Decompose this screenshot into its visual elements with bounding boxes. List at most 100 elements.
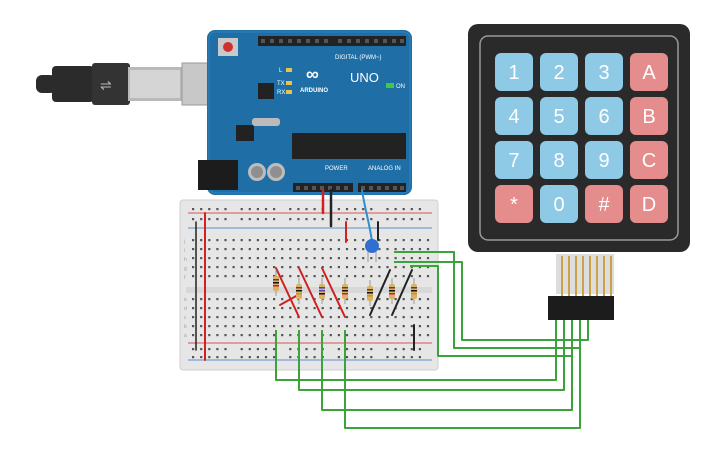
- breadboard-hole: [410, 239, 413, 242]
- breadboard-hole: [232, 257, 235, 260]
- breadboard-hole: [297, 257, 300, 260]
- breadboard-hole: [345, 348, 349, 351]
- breadboard-hole: [248, 316, 251, 319]
- keypad-key-face[interactable]: [495, 53, 533, 91]
- keypad-key-3[interactable]: 3: [585, 53, 623, 91]
- keypad-key-c[interactable]: C: [630, 141, 668, 179]
- breadboard-hole: [256, 208, 259, 211]
- breadboard-hole: [362, 307, 365, 310]
- breadboard-hole: [354, 307, 357, 310]
- keypad-key-face[interactable]: [495, 141, 533, 179]
- breadboard: j i h g f e d c b a: [179, 199, 439, 371]
- keypad-key-face[interactable]: [585, 53, 623, 91]
- breadboard-hole: [216, 348, 219, 351]
- keypad-key-face[interactable]: [630, 97, 668, 135]
- breadboard-hole: [297, 266, 300, 269]
- breadboard-hole: [410, 266, 413, 269]
- breadboard-hole: [289, 208, 292, 211]
- keypad-key-9[interactable]: 9: [585, 141, 623, 179]
- breadboard-hole: [305, 348, 308, 351]
- keypad-key-0[interactable]: 0: [540, 185, 578, 223]
- keypad-key-b[interactable]: B: [630, 97, 668, 135]
- keypad-key-5[interactable]: 5: [540, 97, 578, 135]
- breadboard-hole: [200, 248, 203, 251]
- breadboard-hole: [394, 356, 397, 359]
- breadboard-hole: [232, 248, 235, 251]
- breadboard-hole: [337, 266, 340, 269]
- keypad-key-face[interactable]: [495, 97, 533, 135]
- breadboard-hole: [256, 218, 259, 221]
- breadboard-hole: [256, 275, 259, 278]
- breadboard-hole: [362, 239, 365, 242]
- keypad-key-face[interactable]: [585, 185, 623, 223]
- breadboard-hole: [426, 325, 430, 328]
- keypad-key-face[interactable]: [540, 53, 578, 91]
- breadboard-hole: [362, 356, 365, 359]
- keypad-key-2[interactable]: 2: [540, 53, 578, 91]
- keypad-key-face[interactable]: [630, 141, 668, 179]
- keypad-key-6[interactable]: 6: [585, 97, 623, 135]
- keypad-key-face[interactable]: [585, 141, 623, 179]
- breadboard-hole: [410, 334, 413, 337]
- breadboard-hole: [321, 266, 324, 269]
- breadboard-hole: [240, 348, 243, 351]
- breadboard-hole: [410, 307, 413, 310]
- keypad-key-4[interactable]: 4: [495, 97, 533, 135]
- keypad-key-face[interactable]: [540, 185, 578, 223]
- breadboard-hole: [305, 257, 308, 260]
- keypad-key-a[interactable]: A: [630, 53, 668, 91]
- breadboard-hole: [362, 348, 365, 351]
- breadboard-hole: [216, 307, 219, 310]
- breadboard-hole: [192, 248, 195, 251]
- keypad-key-hash[interactable]: #: [585, 185, 623, 223]
- keypad-key-7[interactable]: 7: [495, 141, 533, 179]
- breadboard-hole: [321, 239, 324, 242]
- breadboard-hole: [418, 356, 421, 359]
- breadboard-hole: [370, 348, 373, 351]
- breadboard-hole: [264, 248, 268, 251]
- breadboard-hole: [402, 325, 405, 328]
- breadboard-hole: [200, 316, 203, 319]
- keypad-key-d[interactable]: D: [630, 185, 668, 223]
- keypad-key-face[interactable]: [630, 53, 668, 91]
- breadboard-hole: [362, 218, 365, 221]
- breadboard-hole: [256, 307, 259, 310]
- keypad-key-star[interactable]: *: [495, 185, 533, 223]
- resistor: [342, 278, 348, 304]
- breadboard-hole: [208, 348, 211, 351]
- keypad-key-face[interactable]: [540, 141, 578, 179]
- keypad-key-face[interactable]: [630, 185, 668, 223]
- breadboard-hole: [281, 325, 284, 328]
- breadboard-hole: [200, 356, 203, 359]
- keypad-key-8[interactable]: 8: [540, 141, 578, 179]
- keypad-key-face[interactable]: [495, 185, 533, 223]
- keypad-key-label: 4: [508, 106, 519, 128]
- keypad-key-face[interactable]: [540, 97, 578, 135]
- breadboard-hole: [281, 307, 284, 310]
- breadboard-hole: [402, 257, 405, 260]
- breadboard-hole: [289, 275, 292, 278]
- breadboard-hole: [200, 257, 203, 260]
- breadboard-hole: [305, 248, 308, 251]
- breadboard-hole: [337, 325, 340, 328]
- breadboard-hole: [200, 334, 203, 337]
- breadboard-hole: [289, 239, 292, 242]
- breadboard-hole: [248, 266, 251, 269]
- reset-button[interactable]: [223, 42, 233, 52]
- row-letters: j i h g f e d c b a: [183, 239, 187, 339]
- breadboard-hole: [281, 266, 284, 269]
- svg-text:d: d: [184, 306, 187, 312]
- breadboard-hole: [297, 298, 300, 301]
- breadboard-hole: [208, 275, 211, 278]
- keypad-key-1[interactable]: 1: [495, 53, 533, 91]
- breadboard-hole: [264, 316, 268, 319]
- breadboard-hole: [192, 275, 195, 278]
- breadboard-hole: [240, 356, 243, 359]
- breadboard-hole: [410, 218, 413, 221]
- breadboard-hole: [329, 298, 332, 301]
- breadboard-hole: [264, 348, 268, 351]
- breadboard-hole: [200, 266, 203, 269]
- breadboard-hole: [313, 275, 316, 278]
- keypad-key-face[interactable]: [585, 97, 623, 135]
- breadboard-hole: [337, 239, 340, 242]
